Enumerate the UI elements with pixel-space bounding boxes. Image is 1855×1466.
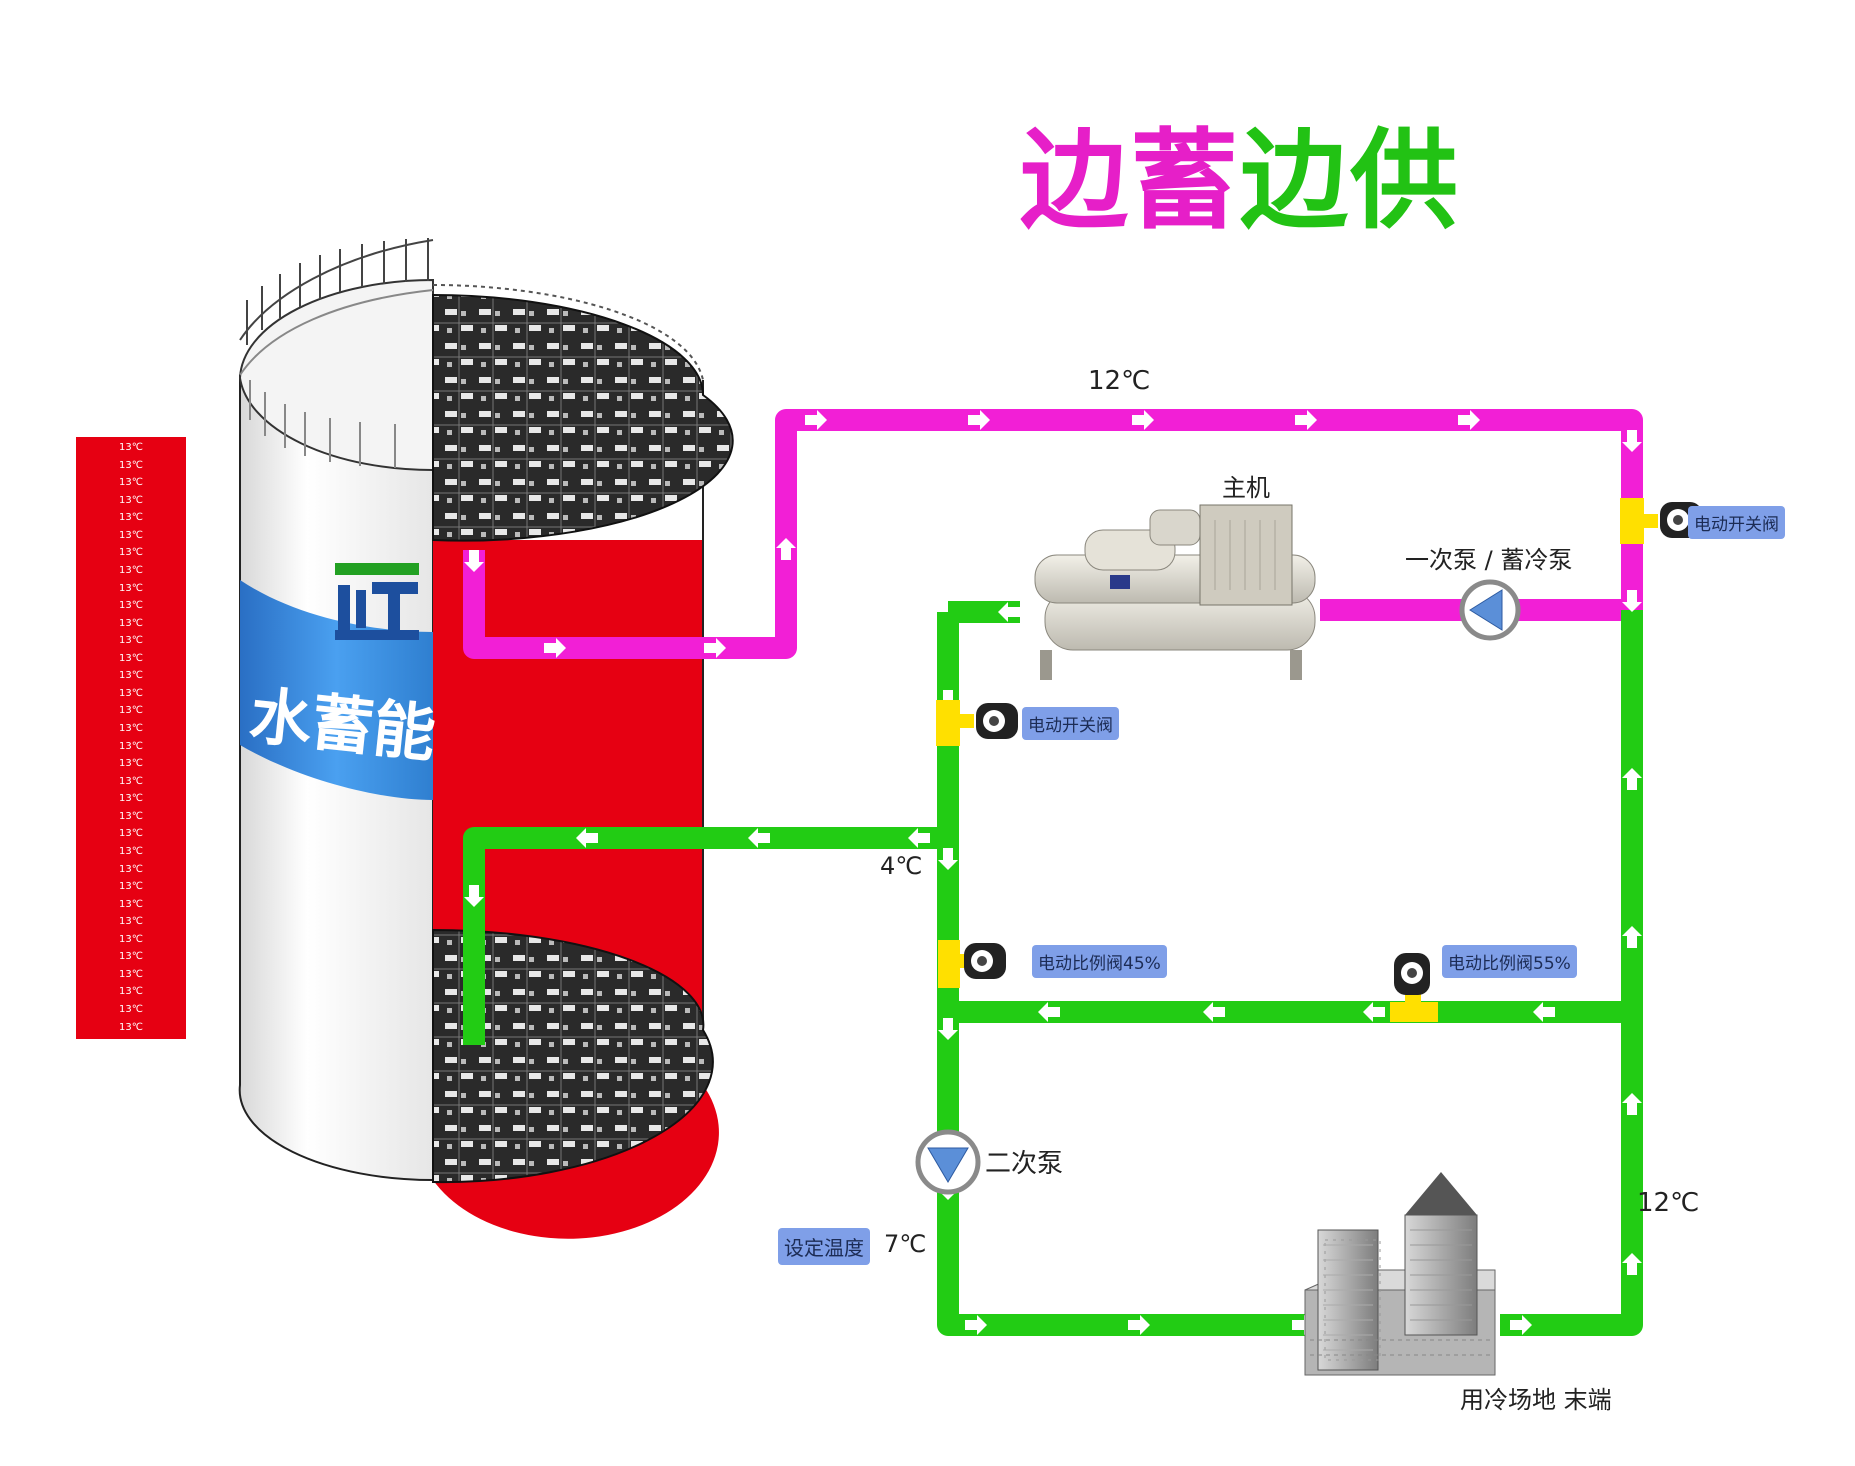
tank-level-reading: 13℃ [119, 881, 143, 893]
tank-level-reading: 13℃ [119, 705, 143, 717]
label-setpoint-value: 7℃ [884, 1230, 927, 1258]
tank-level-reading: 13℃ [119, 740, 143, 752]
secondary-pump[interactable] [915, 1129, 981, 1195]
tank-level-reading: 13℃ [119, 968, 143, 980]
railing-icon [239, 238, 434, 468]
tank-level-reading: 13℃ [119, 652, 143, 664]
tank-level-reading: 13℃ [119, 529, 143, 541]
page-title: 边蓄边供 [1020, 128, 1460, 236]
tank-level-reading: 13℃ [119, 547, 143, 559]
tank-level-reading: 13℃ [119, 564, 143, 576]
tank-level-reading: 13℃ [119, 775, 143, 787]
onoff-valve-2[interactable] [936, 700, 1018, 746]
proportional-valve-1[interactable] [938, 940, 1006, 988]
tank-level-reading: 13℃ [119, 635, 143, 647]
proportional-valve-2[interactable] [1390, 953, 1438, 1022]
label-temp-return: 12℃ [1637, 1188, 1700, 1218]
tank-level-reading: 13℃ [119, 951, 143, 963]
label-chiller: 主机 [1222, 474, 1270, 502]
primary-pump[interactable] [1459, 579, 1521, 641]
tank-level-reading: 13℃ [119, 477, 143, 489]
tank-level-reading: 13℃ [119, 916, 143, 928]
valve-tag-proportional-2[interactable]: 电动比例阀55% [1442, 945, 1577, 978]
tank-level-reading: 13℃ [119, 600, 143, 612]
tank-level-reading: 13℃ [119, 512, 143, 524]
valve-tag-onoff-1[interactable]: 电动开关阀 [1688, 506, 1785, 539]
label-secondary-pump: 二次泵 [985, 1149, 1064, 1179]
tank-level-reading: 13℃ [119, 863, 143, 875]
title-part-1: 边蓄 [1020, 119, 1241, 244]
valve-tag-onoff-2[interactable]: 电动开关阀 [1022, 707, 1119, 740]
tank-level-reading: 13℃ [119, 1004, 143, 1015]
valve-tag-proportional-1[interactable]: 电动比例阀45% [1032, 945, 1167, 978]
title-part-2: 边供 [1240, 119, 1461, 244]
tank-level-reading: 13℃ [119, 933, 143, 945]
tank-level-reading: 13℃ [119, 494, 143, 506]
tank-level-reading: 13℃ [119, 442, 143, 453]
label-load: 用冷场地 末端 [1460, 1386, 1612, 1414]
tank-level-reading: 13℃ [119, 986, 143, 998]
tank-level-reading: 13℃ [119, 459, 143, 471]
label-temp-tank-supply: 4℃ [880, 852, 923, 880]
storage-tank: 水蓄能 [238, 238, 734, 1239]
tank-level-reading: 13℃ [119, 687, 143, 699]
cold-pipe-return [1500, 610, 1643, 1336]
tank-level-reading: 13℃ [119, 845, 143, 857]
tank-level-reading: 13℃ [119, 898, 143, 910]
tank-level-reading: 13℃ [119, 758, 143, 770]
tank-temperature-strip: 13℃ 13℃ 13℃ 13℃ 13℃ 13℃ 13℃ 13℃ 13℃ 13℃ 13℃ 13℃ 13℃ 1… [76, 437, 186, 1039]
company-logo-icon [335, 563, 419, 640]
tank-level-reading: 13℃ [119, 723, 143, 734]
tank-level-reading: 13℃ [119, 617, 143, 629]
cold-pipe-secondary [937, 838, 1320, 1336]
tank-level-reading: 13℃ [119, 1021, 143, 1033]
tank-level-reading: 13℃ [119, 793, 143, 805]
label-temp-top: 12℃ [1088, 366, 1151, 396]
building-icon [1304, 1172, 1496, 1376]
tank-level-reading: 13℃ [119, 828, 143, 840]
label-primary-pump: 一次泵 / 蓄冷泵 [1405, 546, 1573, 574]
tank-level-reading: 13℃ [119, 582, 143, 594]
tank-level-reading: 13℃ [119, 810, 143, 822]
setpoint-tag[interactable]: 设定温度 [778, 1228, 870, 1265]
chiller-unit-icon [1034, 504, 1316, 680]
tank-level-reading: 13℃ [119, 670, 143, 682]
